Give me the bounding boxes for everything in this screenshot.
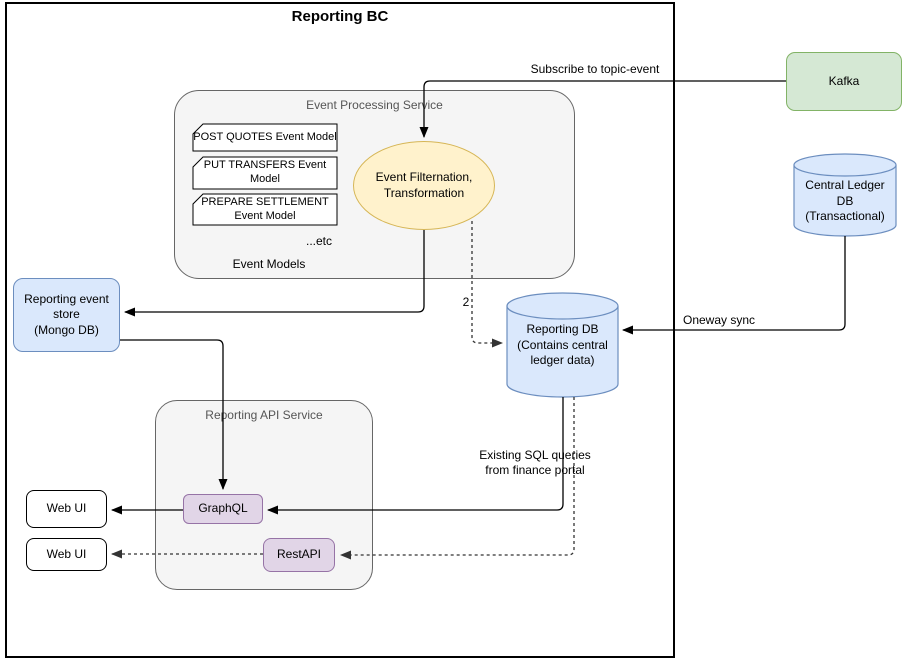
reporting-api-service-label: Reporting API Service — [205, 408, 323, 422]
central-ledger-db-label: Central Ledger DB (Transactional) — [805, 178, 885, 224]
event-models-group-label: Event Models — [232, 257, 306, 271]
kafka-node: Kafka — [786, 52, 902, 111]
restapi-node: RestAPI — [263, 538, 335, 572]
reporting-db-label: Reporting DB (Contains central ledger da… — [517, 322, 608, 368]
sequence-2-label: 2 — [462, 295, 470, 309]
web-ui-bottom-node: Web UI — [26, 538, 107, 571]
put-transfers-card-label: PUT TRANSFERS Event Model — [203, 159, 327, 185]
event-filternation-ellipse: Event Filternation, Transformation — [353, 141, 495, 230]
post-quotes-card-label: POST QUOTES Event Model — [193, 130, 337, 143]
diagram-title: Reporting BC — [291, 8, 389, 25]
etc-label: ...etc — [305, 234, 332, 248]
sql-queries-edge-label: Existing SQL queries from finance portal — [479, 448, 591, 477]
reporting-event-store-node: Reporting event store (Mongo DB) — [13, 278, 120, 352]
web-ui-top-node: Web UI — [26, 490, 107, 528]
subscribe-edge-label: Subscribe to topic-event — [530, 62, 660, 76]
graphql-node: GraphQL — [183, 494, 263, 524]
event-processing-service-label: Event Processing Service — [306, 98, 443, 112]
prepare-settlement-card-label: PREPARE SETTLEMENT Event Model — [201, 195, 329, 222]
oneway-sync-edge-label: Oneway sync — [683, 313, 756, 327]
